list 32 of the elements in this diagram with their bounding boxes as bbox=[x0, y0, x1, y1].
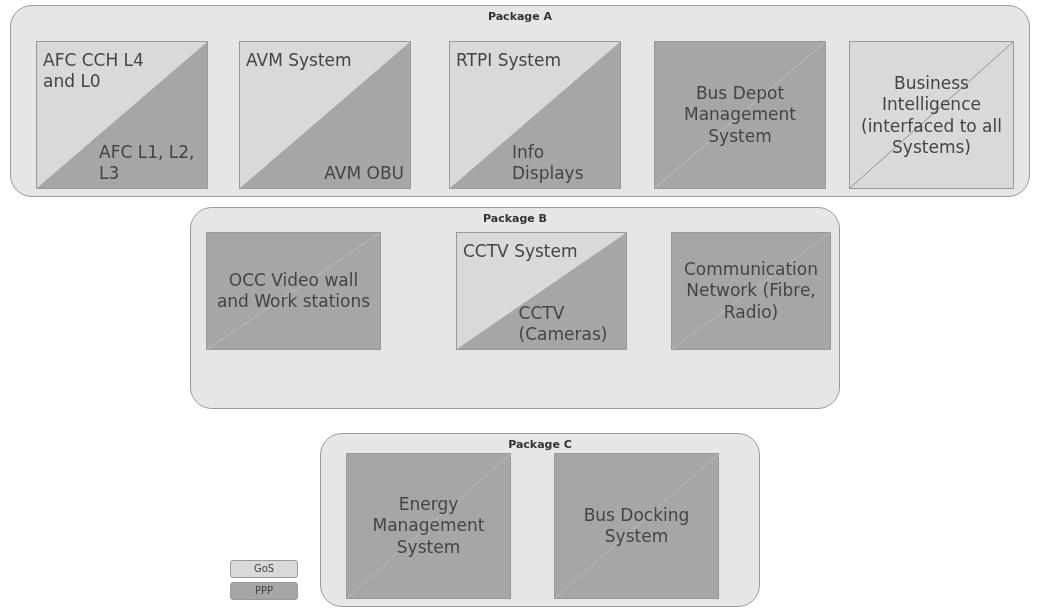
system-box bbox=[456, 232, 627, 350]
box-label: Bus Depot Management System bbox=[683, 83, 797, 147]
box-label: AFC CCH L4 and L0 bbox=[43, 50, 145, 93]
system-box bbox=[671, 232, 831, 350]
system-box bbox=[36, 41, 208, 189]
legend-text: GoS bbox=[253, 563, 275, 574]
system-box bbox=[849, 41, 1014, 189]
system-box bbox=[654, 41, 826, 189]
box-label: Bus Docking System bbox=[582, 504, 691, 548]
package-panel bbox=[190, 207, 840, 409]
box-label: Info Displays bbox=[512, 141, 585, 184]
box-label: OCC Video wall and Work stations bbox=[215, 269, 372, 313]
package-title: Package B bbox=[483, 212, 547, 225]
box-label: CCTV System bbox=[463, 241, 578, 263]
box-label: AVM OBU bbox=[324, 162, 404, 184]
box-label: RTPI System bbox=[456, 50, 562, 72]
package-title: Package C bbox=[508, 438, 572, 451]
system-box bbox=[206, 232, 381, 350]
package-panel bbox=[10, 5, 1030, 197]
box-label: Business Intelligence (interfaced to all Systems) bbox=[860, 72, 1003, 158]
package-panel bbox=[320, 433, 760, 607]
box-label: AVM System bbox=[246, 50, 352, 72]
package-title: Package A bbox=[487, 10, 553, 23]
system-box bbox=[239, 41, 411, 189]
box-label: CCTV (Cameras) bbox=[518, 302, 609, 345]
system-box bbox=[554, 453, 719, 599]
system-box bbox=[346, 453, 511, 599]
box-label: AFC L1, L2, L3 bbox=[99, 141, 196, 184]
box-label: Energy Management System bbox=[371, 494, 486, 558]
system-box bbox=[449, 41, 621, 189]
legend-text: PPP bbox=[254, 585, 274, 596]
box-label: Communication Network (Fibre, Radio) bbox=[683, 259, 819, 323]
